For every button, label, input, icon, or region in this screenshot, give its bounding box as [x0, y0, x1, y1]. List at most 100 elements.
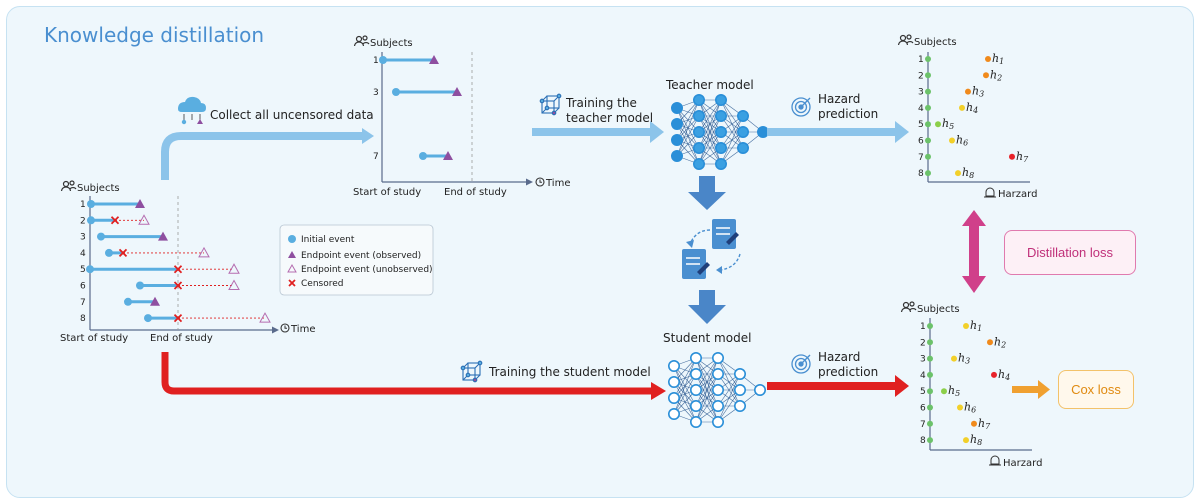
hazard-label: h7 — [978, 417, 991, 431]
harzard-axis-label: Harzard — [998, 189, 1037, 200]
censored-marker — [288, 279, 296, 287]
hazard-start-dot — [927, 420, 933, 427]
network-node — [711, 415, 724, 428]
hazard-label: h1 — [970, 319, 982, 333]
subject-id: 2 — [80, 216, 86, 226]
observed-endpoint-marker — [150, 296, 160, 306]
hazard-end-dot — [951, 355, 957, 362]
hazard-start-dot — [927, 388, 933, 395]
background-panel — [6, 6, 1194, 498]
network-edge — [695, 373, 719, 423]
hazard-label-1: Hazard — [818, 92, 860, 106]
hazard-start-dot — [927, 371, 933, 378]
censored-marker — [173, 265, 183, 274]
network-edge — [695, 357, 719, 407]
network-node — [692, 110, 705, 123]
hazard-start-dot — [927, 339, 933, 346]
legend: Initial event Endpoint event (observed) … — [279, 224, 434, 296]
censored-marker — [110, 216, 120, 225]
censored-marker — [173, 281, 183, 290]
subjects-label: Subjects — [914, 37, 957, 48]
alarm-icon — [989, 455, 1001, 466]
network-node — [714, 158, 727, 171]
network-node — [692, 158, 705, 171]
train-student-arrow — [161, 352, 652, 395]
train-teacher-arrow — [532, 128, 652, 136]
hazard-label-2: prediction — [818, 107, 878, 121]
legend-unobserved: Endpoint event (unobserved) — [301, 265, 433, 275]
network-node — [733, 367, 746, 380]
network-node — [714, 110, 727, 123]
network-node — [692, 126, 705, 139]
hazard-label: h1 — [992, 52, 1004, 66]
network-edge — [698, 115, 722, 165]
hazard-label: h5 — [942, 117, 954, 131]
network-node — [692, 142, 705, 155]
subject-id: 5 — [918, 120, 924, 130]
hazard-end-dot — [987, 339, 993, 346]
subject-id: 7 — [80, 298, 86, 308]
hazard-start-dot — [927, 323, 933, 329]
teacher-hazard-arrow — [767, 128, 897, 136]
network-node — [736, 126, 749, 139]
alarm-icon — [984, 187, 996, 198]
censored-marker — [118, 248, 128, 258]
hazard-end-dot — [959, 104, 965, 111]
network-node — [736, 110, 749, 123]
subject-id: 3 — [80, 233, 86, 243]
network-edge — [717, 389, 741, 423]
initial-event-marker — [379, 56, 387, 64]
initial-event-marker — [97, 232, 105, 241]
network-node — [711, 351, 724, 364]
network-edge — [698, 131, 722, 165]
subject-id: 8 — [918, 169, 924, 179]
unobserved-endpoint-marker — [138, 214, 150, 225]
student-network-icon — [667, 351, 766, 428]
hazard-start-dot — [925, 56, 931, 62]
network-node — [667, 407, 680, 420]
initial-event-marker — [419, 152, 427, 160]
network-edge — [698, 99, 722, 165]
network-edge — [695, 357, 719, 423]
initial-event-marker — [288, 235, 296, 243]
subject-id: 6 — [80, 282, 86, 292]
subject-id: 6 — [918, 137, 924, 147]
subject-id: 7 — [918, 153, 924, 163]
teacher-network-icon — [670, 94, 769, 171]
subject-id: 8 — [920, 436, 926, 446]
hazard-end-dot — [1009, 153, 1015, 160]
hazard-label: h6 — [956, 134, 968, 148]
network-node — [756, 126, 769, 139]
subject-id: 3 — [920, 355, 926, 365]
network-node — [711, 383, 724, 396]
hazard-end-dot — [991, 371, 997, 378]
legend-censored: Censored — [301, 279, 343, 289]
diagram-title: Knowledge distillation — [44, 23, 264, 47]
teacher-model-label: Teacher model — [665, 78, 754, 92]
network-edge — [698, 99, 722, 149]
network-node — [689, 415, 702, 428]
end-of-study-label: End of study — [444, 187, 507, 198]
cox-loss-box: Cox loss — [1058, 370, 1134, 409]
hazard-label: h8 — [962, 166, 974, 180]
network-node — [670, 102, 683, 115]
initial-event-marker — [87, 200, 95, 208]
network-node — [733, 383, 746, 396]
subjects-label: Subjects — [917, 304, 960, 315]
network-node — [670, 150, 683, 163]
network-node — [667, 359, 680, 372]
network-node — [736, 142, 749, 155]
hazard-end-dot — [963, 437, 969, 444]
start-of-study-label: Start of study — [60, 333, 128, 344]
subject-id: 1 — [920, 322, 926, 332]
network-edge — [673, 373, 697, 415]
hazard-end-dot — [949, 137, 955, 144]
unobserved-endpoint-marker — [198, 246, 210, 258]
distillation-double-arrow — [962, 210, 986, 293]
network-edge — [717, 373, 741, 407]
hazard-label: h3 — [958, 352, 970, 366]
network-edge — [676, 115, 700, 157]
